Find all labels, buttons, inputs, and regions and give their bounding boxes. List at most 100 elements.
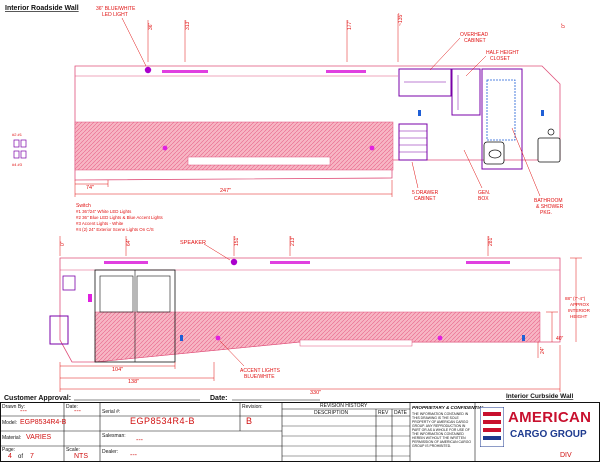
curbside-dim: 330" [310,390,321,396]
serial-label: Serial #: [102,409,121,415]
bathroom-label: PKG. [540,210,552,216]
proprietary-text: THE INFORMATION CONTAINED IN THIS DRAWIN… [412,412,471,448]
height-dimensions [537,257,582,358]
page-of: of [18,454,24,460]
curbside-dim: 281" [488,236,494,246]
half-height-closet [451,68,481,116]
svg-text:#3 Accent Lights - White: #3 Accent Lights - White [76,221,124,226]
accent-label: BLUE/WHITE [244,374,275,380]
dealer-value: --- [130,452,137,459]
overhead-label: OVERHEAD [460,32,488,38]
page-label: Page: [2,447,16,453]
roadside-bottom-dimensions [74,180,393,197]
drawn-by-label: Drawn By: [2,404,26,410]
date-header: DATE [394,410,407,416]
model-label: Model: [2,420,18,426]
curbside-dim: 151" [234,236,240,246]
salesman-label: Salesman: [102,433,126,439]
curbside-dim: 64" [126,238,132,246]
curbside-dim: 0" [60,241,66,246]
curbside-dim: 138" [128,379,139,385]
date-label: Date: [66,404,78,410]
scale-value: NTS [74,453,88,460]
page-number: 4 [8,453,12,460]
drawn-by-value: --- [20,408,27,415]
switch-legend: Switch #1 36"/24" White LED Lights #2 36… [76,203,164,232]
american-cargo-logo: AMERICAN CARGO GROUP [478,405,596,449]
led-strip [162,70,208,73]
dealer-label: Dealer: [102,449,119,455]
height-label: APPROX [570,302,589,307]
led-light [144,66,152,74]
curbside-top-dimensions [59,236,489,256]
led-label: 36" BLUE/WHITE [96,6,136,12]
gen-box-label: BOX [478,196,489,202]
material-value: VARIES [26,434,52,441]
salesman-value: --- [136,437,143,444]
page-total: 7 [30,453,34,460]
led-label: LED LIGHT [102,12,128,18]
closet-label: HALF HEIGHT [486,50,519,56]
curbside-bottom-dimensions [59,345,561,392]
description-header: DESCRIPTION [314,410,349,416]
accent-label: ACCENT LIGHTS [240,368,281,374]
roadside-dim: 36" [148,22,154,30]
svg-text:#2 36" Blue LED Lights & Blue: #2 36" Blue LED Lights & Blue Accent Lig… [76,215,164,220]
svg-text:Switch: Switch [76,203,91,209]
logo-line-1: AMERICAN [508,409,592,426]
division-label: DIV [560,452,572,459]
svg-text:#2 #1: #2 #1 [12,132,23,137]
roadside-wall [74,65,561,181]
switch-panel: #2 #1 #4 #3 [12,132,27,167]
entry-door [94,269,176,363]
proprietary-title: PROPRIETARY & CONFIDENTIAL [412,405,485,410]
drawer-label: CABINET [414,196,436,202]
height-label: 24" [540,346,546,354]
flag-icon [480,407,504,447]
curbside-wall [49,257,561,363]
customer-approval: Customer Approval: [4,395,71,402]
speaker-icon [230,258,238,266]
bathroom-label: BATHROOM [534,198,563,204]
curbside-dim: 213" [290,236,296,246]
curbside-dim: 104" [112,367,123,373]
speaker-label: SPEAKER [180,240,206,246]
approval-date: Date: [210,395,228,402]
revision-history: REVISION HISTORY [320,403,368,409]
curbside-lower-panel [94,311,541,363]
revision-value: B [246,416,253,426]
roadside-dim: 74" [86,185,94,191]
roadside-title: Interior Roadside Wall [5,5,79,12]
bathroom-shower [481,68,523,170]
roadside-top-dimensions [147,14,399,62]
date-value: --- [74,408,81,415]
roadside-dim: 247" [220,188,231,194]
drawer-cabinet [398,123,428,161]
gen-box-label: GEN. [478,190,490,196]
material-label: Material: [2,435,22,441]
led-strip [326,70,366,73]
curbside-title: Interior Curbside Wall [506,393,573,400]
roadside-dim: 313" [185,20,191,30]
svg-text:#4 #3: #4 #3 [12,162,23,167]
svg-text:#1 36"/24" White LED Lights: #1 36"/24" White LED Lights [76,209,132,214]
overhead-cabinet [398,68,452,97]
scale-label: Scale: [66,447,80,453]
height-label: HEIGHT [570,314,588,319]
title-block: Drawn By: --- Date: --- Serial #: EGP853… [0,402,600,462]
roadside-lower-panel [74,121,394,171]
bathroom-label: & SHOWER [536,204,564,210]
roadside-dim: 0" [561,23,567,28]
closet-label: CLOSET [490,56,510,62]
height-label: INTERIOR [568,308,591,313]
toilet-icon [483,141,505,165]
revision-label: Revision: [242,404,263,410]
roadside-dim: 177" [347,20,353,30]
height-label: 40" [556,336,564,342]
height-label: 88" (7'-4") [565,296,586,301]
model-value: EGP8534R4-B [20,419,67,426]
svg-text:#4 (2) 24" Exterior Scene Ligh: #4 (2) 24" Exterior Scene Lights On C/S [76,227,154,232]
drawer-label: 5 DRAWER [412,190,439,196]
roadside-dim: ~135" [398,13,404,26]
